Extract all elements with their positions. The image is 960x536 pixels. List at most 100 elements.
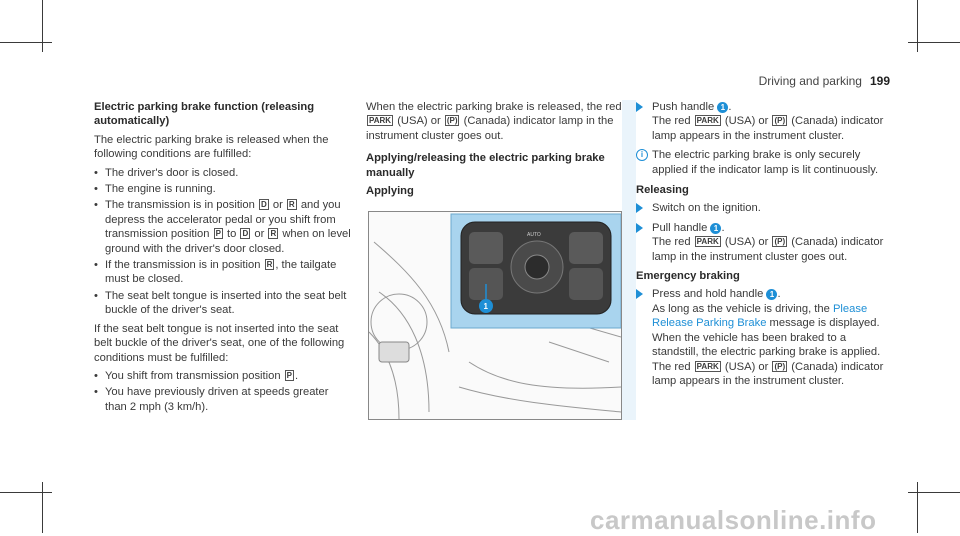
text: As long as the vehicle is driving, the bbox=[652, 302, 830, 315]
canada-park-icon: (P) bbox=[444, 115, 460, 127]
list-text: You shift from transmission position bbox=[105, 369, 281, 382]
list-text: and you depress the accelerator pedal or… bbox=[105, 199, 341, 241]
crop-mark bbox=[917, 0, 918, 52]
text: (Canada) indicator lamp appears in the i… bbox=[652, 115, 884, 142]
list-item: The engine is running. bbox=[94, 182, 352, 197]
hold-button bbox=[569, 232, 603, 264]
esp-button bbox=[569, 268, 603, 300]
crop-mark bbox=[42, 0, 43, 52]
parking-brake-handle bbox=[469, 232, 503, 264]
text: (USA) or bbox=[724, 115, 769, 128]
figure-parking-brake-switch: AUTO 1 bbox=[368, 211, 622, 420]
crop-mark bbox=[42, 482, 43, 533]
text: When the vehicle has been braked to a st… bbox=[652, 331, 881, 373]
gear-r-key: R bbox=[264, 259, 275, 271]
section-title: Driving and parking bbox=[758, 74, 862, 88]
canada-park-icon: (P) bbox=[772, 360, 788, 372]
text: . bbox=[777, 288, 781, 301]
gear-p-key: P bbox=[213, 228, 223, 240]
list-text: or bbox=[272, 199, 283, 212]
step-arrow-icon bbox=[636, 102, 643, 112]
figure-illustration: AUTO 1 bbox=[369, 213, 621, 419]
list-item: If the transmission is in position R, th… bbox=[94, 258, 352, 287]
gear-r-key: R bbox=[286, 199, 297, 211]
gear-p-key: P bbox=[284, 369, 295, 381]
step-press-hold: Press and hold handle 1. As long as the … bbox=[636, 287, 891, 388]
knob-center bbox=[524, 254, 550, 280]
canada-park-icon: (P) bbox=[772, 115, 788, 127]
crop-mark bbox=[917, 482, 918, 533]
gear-d-key: D bbox=[258, 199, 269, 211]
step-arrow-icon bbox=[636, 222, 643, 233]
watermark: carmanualsonline.info bbox=[590, 505, 877, 535]
text: (USA) or bbox=[724, 360, 769, 373]
text: The electric parking brake is only secur… bbox=[652, 149, 879, 176]
info-note: i The electric parking brake is only secu… bbox=[636, 148, 891, 177]
page-number: 199 bbox=[869, 74, 890, 88]
canada-park-icon: (P) bbox=[772, 236, 788, 248]
heading-releasing: Releasing bbox=[636, 184, 689, 197]
conditions-list-2: You shift from transmission position P. … bbox=[94, 369, 352, 414]
park-key: PARK bbox=[367, 115, 394, 127]
handle-number-badge: 1 bbox=[717, 102, 729, 113]
crop-mark bbox=[908, 42, 960, 43]
heading-auto-release: Electric parking brake function (releasi… bbox=[94, 101, 315, 128]
text: . bbox=[728, 101, 732, 113]
auto-label: AUTO bbox=[527, 232, 541, 238]
heading-emergency: Emergency braking bbox=[636, 270, 740, 283]
column-middle: When the electric parking brake is relea… bbox=[366, 100, 624, 202]
text: message is displayed. bbox=[769, 317, 880, 330]
list-text: The transmission is in position bbox=[105, 199, 255, 212]
step-ignition: Switch on the ignition. bbox=[636, 201, 891, 215]
text: When the electric parking brake is relea… bbox=[366, 101, 622, 113]
list-item: The driver's door is closed. bbox=[94, 166, 352, 181]
list-item: You shift from transmission position P. bbox=[94, 369, 352, 384]
gear-d-key: D bbox=[240, 228, 251, 240]
park-key: PARK bbox=[694, 236, 721, 248]
side-switch bbox=[378, 341, 410, 363]
gear-r-key: R bbox=[268, 228, 279, 240]
intro-text: The electric parking brake is released w… bbox=[94, 133, 329, 161]
text: . bbox=[721, 221, 725, 234]
conditions-list: The driver's door is closed. The engine … bbox=[94, 166, 352, 318]
callout-marker bbox=[479, 299, 493, 313]
page-header: Driving and parking 199 bbox=[759, 74, 890, 88]
text: The red bbox=[652, 236, 691, 249]
step-arrow-icon bbox=[636, 289, 643, 300]
list-item: The transmission is in position D or R a… bbox=[94, 198, 352, 256]
crop-mark bbox=[0, 492, 52, 493]
list-text: If the transmission is in position bbox=[105, 259, 261, 272]
message-link[interactable]: Please Release Parking Brake bbox=[652, 302, 868, 330]
heading-manual: Applying/releasing the electric parking … bbox=[366, 152, 605, 179]
text: (USA) or bbox=[724, 236, 769, 249]
text: Press and hold handle bbox=[652, 288, 764, 301]
step-pull-handle: Pull handle 1. The red PARK (USA) or (P)… bbox=[636, 221, 891, 264]
crop-mark bbox=[0, 42, 52, 43]
column-right: Push handle 1. The red PARK (USA) or (P)… bbox=[636, 100, 891, 393]
text: (Canada) indicator lamp appears in the i… bbox=[652, 360, 884, 387]
park-key: PARK bbox=[694, 115, 721, 127]
subheading-applying: Applying bbox=[366, 185, 414, 198]
text: Pull handle bbox=[652, 221, 708, 234]
paragraph: If the seat belt tongue is not inserted … bbox=[94, 322, 345, 364]
list-text: when on level ground with the driver's d… bbox=[105, 228, 351, 255]
list-text: to bbox=[227, 228, 237, 241]
list-item: The seat belt tongue is inserted into th… bbox=[94, 289, 352, 318]
text: Switch on the ignition. bbox=[652, 202, 761, 215]
park-key: PARK bbox=[694, 360, 721, 372]
paragraph: When the electric parking brake is relea… bbox=[366, 100, 624, 143]
step-push-handle: Push handle 1. The red PARK (USA) or (P)… bbox=[636, 100, 891, 143]
step-arrow-icon bbox=[636, 203, 643, 214]
side-bar bbox=[622, 100, 636, 420]
info-icon: i bbox=[636, 149, 648, 162]
column-left: Electric parking brake function (releasi… bbox=[94, 100, 352, 418]
text: (USA) or bbox=[397, 115, 441, 128]
list-text: or bbox=[254, 228, 265, 241]
handle-number-badge: 1 bbox=[766, 289, 778, 301]
callout-number: 1 bbox=[484, 302, 489, 311]
list-text: , the tailgate must be closed. bbox=[105, 259, 337, 286]
text: The red bbox=[652, 115, 691, 128]
handle-number-badge: 1 bbox=[710, 222, 722, 234]
crop-mark bbox=[908, 492, 960, 493]
text: Push handle bbox=[652, 101, 715, 113]
